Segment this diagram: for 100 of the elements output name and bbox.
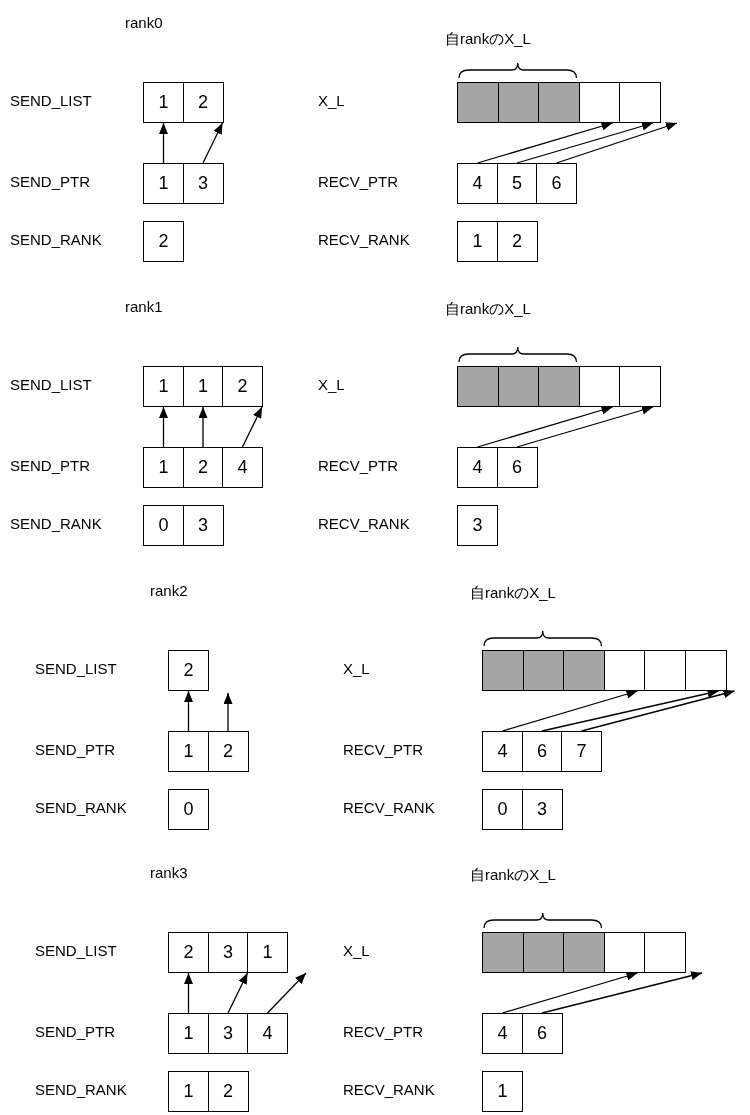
row-label: RECV_RANK — [318, 515, 410, 533]
array-cell — [644, 650, 686, 691]
row-label: X_L — [318, 376, 345, 394]
array-cell: 3 — [182, 163, 224, 204]
arrow — [159, 122, 168, 164]
array-cell: 2 — [143, 221, 184, 262]
array-cell: 1 — [143, 163, 184, 204]
array-cell — [603, 932, 646, 973]
row-label: SEND_PTR — [35, 1023, 116, 1041]
brace-caption: 自rankのX_L — [445, 30, 531, 48]
array-cell: 4 — [457, 447, 498, 488]
arrow — [184, 972, 193, 1014]
array-cell — [644, 932, 686, 973]
row-label: X_L — [343, 660, 370, 678]
shaded-array-cell — [522, 650, 565, 691]
array-cell: 3 — [207, 932, 249, 973]
arrow — [516, 121, 654, 164]
arrow — [541, 689, 720, 732]
row-label: RECV_RANK — [343, 1081, 435, 1099]
arrow — [198, 406, 208, 448]
array-cell: 1 — [247, 932, 288, 973]
array-cell: 2 — [182, 82, 224, 123]
array-cell: 3 — [457, 505, 498, 546]
shaded-array-cell — [538, 366, 580, 407]
arrow — [555, 122, 678, 164]
rank-title: rank0 — [125, 14, 163, 32]
array-cell: 4 — [482, 731, 523, 772]
arrow — [202, 122, 224, 164]
array-cell: 3 — [207, 1013, 249, 1054]
brace-caption: 自rankのX_L — [445, 300, 531, 318]
array-cell: 2 — [168, 932, 209, 973]
array-cell: 6 — [521, 1013, 563, 1054]
arrow — [476, 121, 614, 164]
array-cell: 6 — [521, 731, 563, 772]
array-cell: 0 — [482, 789, 523, 830]
shaded-array-cell — [563, 650, 605, 691]
shaded-array-cell — [563, 932, 605, 973]
row-label: RECV_PTR — [343, 741, 424, 759]
array-cell — [603, 650, 646, 691]
array-cell: 1 — [482, 1071, 523, 1112]
shaded-array-cell — [538, 82, 580, 123]
arrow — [266, 972, 307, 1014]
row-label: RECV_PTR — [343, 1023, 424, 1041]
array-cell: 2 — [207, 731, 249, 772]
shaded-array-cell — [497, 82, 540, 123]
arrow — [241, 406, 263, 448]
array-cell: 2 — [182, 447, 224, 488]
shaded-array-cell — [522, 932, 565, 973]
array-cell — [619, 82, 661, 123]
row-label: SEND_LIST — [35, 942, 117, 960]
array-cell: 0 — [168, 789, 209, 830]
array-cell — [578, 82, 621, 123]
array-cell: 6 — [536, 163, 577, 204]
array-cell: 4 — [222, 447, 263, 488]
array-cell: 1 — [168, 731, 209, 772]
arrow — [501, 689, 639, 732]
array-cell: 4 — [457, 163, 498, 204]
array-cell: 2 — [496, 221, 538, 262]
row-label: SEND_LIST — [10, 92, 92, 110]
row-label: SEND_RANK — [10, 515, 102, 533]
array-cell: 1 — [143, 82, 184, 123]
array-cell: 7 — [561, 731, 602, 772]
arrow — [223, 692, 233, 732]
array-cell: 1 — [182, 366, 224, 407]
row-label: SEND_PTR — [10, 457, 91, 475]
row-label: RECV_RANK — [318, 231, 410, 249]
row-label: SEND_PTR — [10, 173, 91, 191]
rank-title: rank1 — [125, 298, 163, 316]
arrow — [227, 972, 249, 1014]
array-cell: 1 — [168, 1071, 209, 1112]
brace-caption: 自rankのX_L — [470, 584, 556, 602]
row-label: X_L — [343, 942, 370, 960]
array-cell: 1 — [457, 221, 498, 262]
array-cell: 1 — [143, 366, 184, 407]
rank-title: rank3 — [150, 864, 188, 882]
shaded-array-cell — [482, 932, 524, 973]
row-label: RECV_PTR — [318, 173, 399, 191]
array-cell: 4 — [247, 1013, 288, 1054]
arrow — [501, 971, 639, 1014]
array-cell: 5 — [496, 163, 538, 204]
shaded-array-cell — [457, 366, 499, 407]
arrow — [580, 689, 736, 732]
array-cell: 2 — [207, 1071, 249, 1112]
array-cell: 3 — [521, 789, 563, 830]
row-label: RECV_RANK — [343, 799, 435, 817]
array-cell: 4 — [482, 1013, 523, 1054]
shaded-array-cell — [482, 650, 524, 691]
row-label: X_L — [318, 92, 345, 110]
array-cell — [578, 366, 621, 407]
array-cell: 2 — [168, 650, 209, 691]
array-cell: 0 — [143, 505, 184, 546]
row-label: SEND_LIST — [10, 376, 92, 394]
array-cell — [684, 650, 727, 691]
array-cell: 6 — [496, 447, 538, 488]
arrow — [184, 690, 193, 732]
arrow — [159, 406, 168, 448]
row-label: SEND_RANK — [35, 799, 127, 817]
row-label: RECV_PTR — [318, 457, 399, 475]
rank-title: rank2 — [150, 582, 188, 600]
arrow — [541, 971, 703, 1014]
